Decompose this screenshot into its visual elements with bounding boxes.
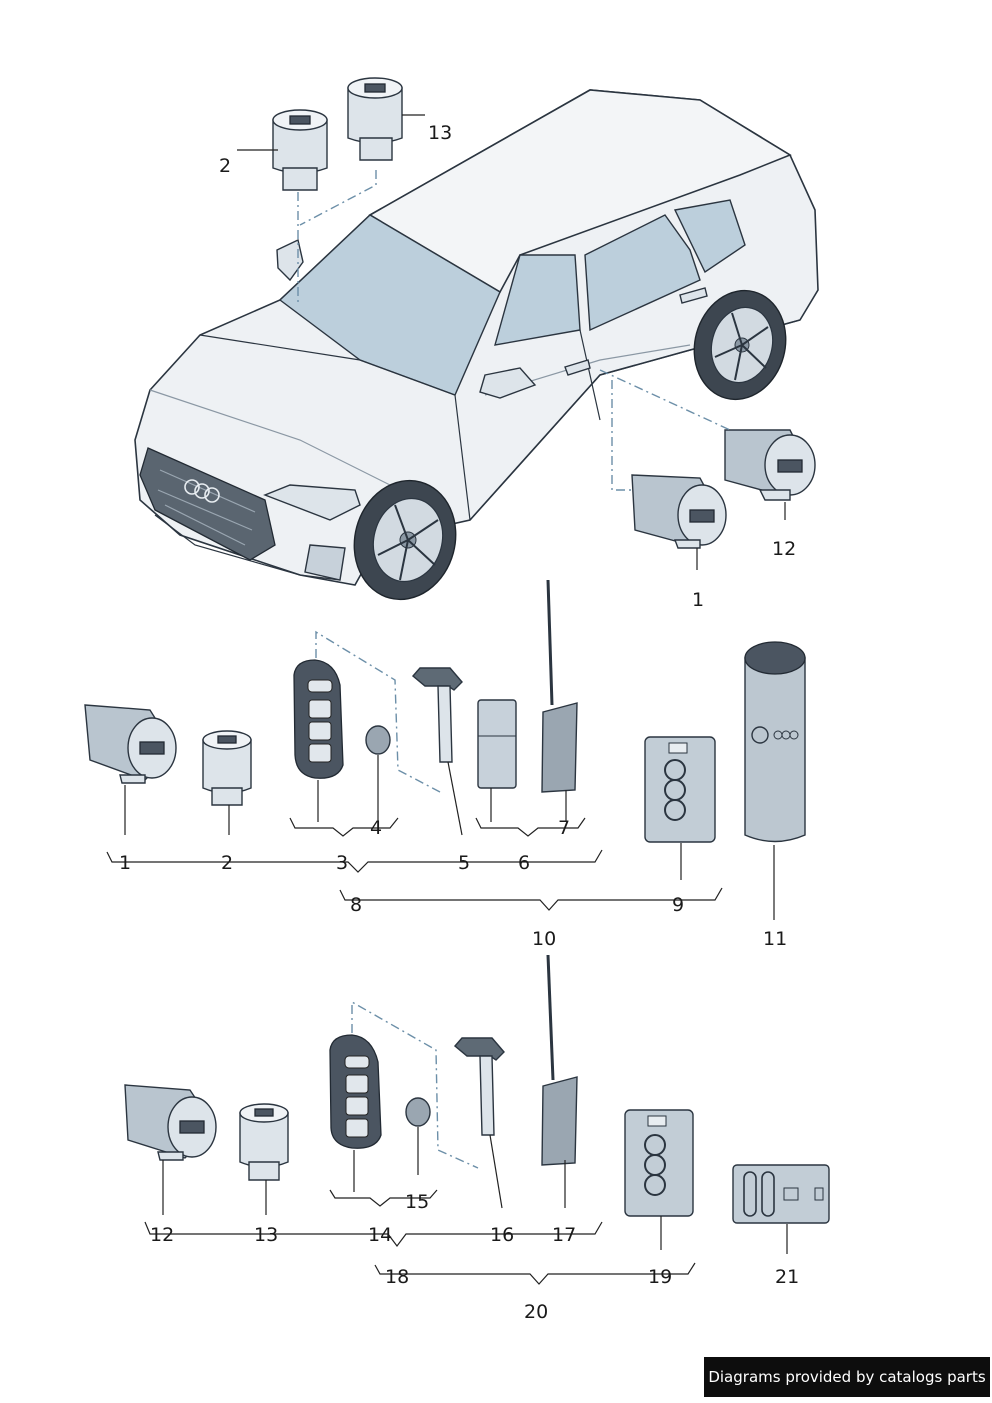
- label-2: 2: [219, 155, 231, 177]
- label-4: 4: [370, 817, 382, 839]
- label-16: 16: [490, 1224, 514, 1246]
- label-12: 12: [772, 538, 796, 560]
- label-19: 19: [648, 1266, 672, 1288]
- label-10: 10: [532, 928, 556, 950]
- card-icon: [732, 1164, 830, 1224]
- lock-cylinder-icon: [84, 704, 177, 784]
- label-14: 14: [368, 1224, 392, 1246]
- label-13: 13: [428, 122, 452, 144]
- label-5: 5: [458, 852, 470, 874]
- battery-coin-icon: [405, 1097, 431, 1127]
- car-illustration: [134, 89, 819, 601]
- lock-cylinder-icon: [724, 429, 816, 501]
- label-12: 12: [150, 1224, 174, 1246]
- label-17: 17: [552, 1224, 576, 1246]
- label-6: 6: [518, 852, 530, 874]
- spray-can-icon: [744, 641, 806, 843]
- label-18: 18: [385, 1266, 409, 1288]
- label-8: 8: [350, 894, 362, 916]
- key-card-icon: [477, 699, 517, 789]
- emergency-key-icon: [412, 667, 463, 763]
- emergency-key-icon: [454, 1037, 505, 1136]
- label-15: 15: [405, 1191, 429, 1213]
- lock-cylinder-icon: [124, 1084, 217, 1161]
- label-11: 11: [763, 928, 787, 950]
- label-9: 9: [672, 894, 684, 916]
- label-3: 3: [336, 852, 348, 874]
- label-1: 1: [119, 852, 131, 874]
- card-icon: [644, 736, 716, 843]
- label-1: 1: [692, 589, 704, 611]
- label-20: 20: [524, 1301, 548, 1323]
- lock-cylinder-icon: [347, 77, 403, 161]
- lock-cylinder-icon: [272, 109, 328, 191]
- label-7: 7: [558, 817, 570, 839]
- label-21: 21: [775, 1266, 799, 1288]
- card-icon: [624, 1109, 694, 1217]
- watermark-banner: Diagrams provided by catalogs parts: [704, 1357, 990, 1397]
- battery-coin-icon: [365, 725, 391, 755]
- lock-cylinder-icon: [202, 730, 252, 806]
- transponder-tag-icon: [541, 579, 578, 793]
- remote-key-icon: [293, 659, 344, 779]
- lock-cylinder-icon: [631, 474, 727, 549]
- label-2: 2: [221, 852, 233, 874]
- label-13: 13: [254, 1224, 278, 1246]
- remote-key-icon: [329, 1034, 382, 1149]
- transponder-tag-icon: [541, 954, 578, 1166]
- lock-cylinder-icon: [239, 1103, 289, 1181]
